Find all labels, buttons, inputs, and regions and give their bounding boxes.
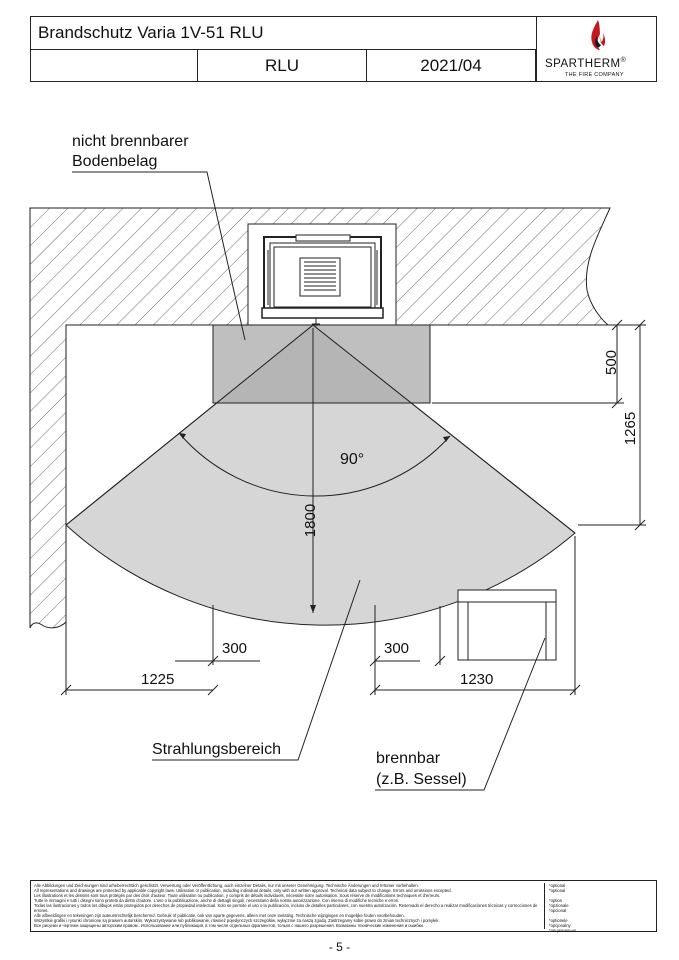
disclaimer-pl: Wszystkie grafiki i rysunki chronione są… <box>34 918 440 923</box>
optional-note: *optional <box>549 883 566 888</box>
optional-notes: *optional *optional *option *opzionale *… <box>544 883 654 933</box>
disclaimer-text: Alle Abbildungen und Zeichnungen sind ur… <box>34 883 539 928</box>
optional-note: *opcional <box>549 908 567 913</box>
logo-tagline: THE FIRE COMPANY <box>565 72 624 78</box>
optional-note: *optional <box>549 888 566 893</box>
radiation-label: Strahlungsbereich <box>152 741 281 758</box>
leader-lines <box>72 171 546 791</box>
date-cell: 2021/04 <box>367 50 536 82</box>
radius-label: 1800 <box>302 503 320 538</box>
combustible-label-line2: (z.B. Sessel) <box>376 771 467 788</box>
title-block: Brandschutz Varia 1V-51 RLU RLU 2021/04 … <box>30 16 657 82</box>
logo: SPARTHERM® THE FIRE COMPANY <box>536 17 657 82</box>
disclaimer-fr: Les illustrations et les dessins sont to… <box>34 893 441 898</box>
combustible-label-line1: brennbar <box>376 750 441 767</box>
disclaimer-it: Tutte le immagini e tutti i disegni sono… <box>34 898 400 903</box>
angle-label: 90° <box>340 451 365 468</box>
armchair <box>457 589 557 661</box>
floor-protection-area <box>65 324 576 534</box>
angle-arc <box>178 432 451 497</box>
optional-note: *optionele <box>549 918 568 923</box>
document-title: Brandschutz Varia 1V-51 RLU <box>38 23 264 42</box>
flame-icon <box>591 20 606 50</box>
disclaimer-nl: Alle afbeeldingen en tekeningen zijn aut… <box>34 913 405 918</box>
optional-note: *option <box>549 898 563 903</box>
disclaimer-ru: Все рисунки и чертежи защищены авторским… <box>34 923 424 928</box>
disclaimer-de: Alle Abbildungen und Zeichnungen sind ur… <box>34 883 419 888</box>
optional-note: *opzionale <box>549 903 569 908</box>
dim-300-right-label: 300 <box>384 640 410 657</box>
optional-note: *опционально <box>549 928 577 933</box>
radiation-area <box>65 324 576 626</box>
floor-label-line2: Bodenbelag <box>72 153 158 170</box>
bottom-dimensions <box>60 528 581 696</box>
dim-300-left-label: 300 <box>222 640 248 657</box>
fireplace-insert <box>261 234 384 328</box>
right-dimensions <box>432 319 646 531</box>
dim-1225-label: 1225 <box>141 671 175 688</box>
copyright-footer: Alle Abbildungen und Zeichnungen sind ur… <box>30 880 657 933</box>
dim-1230-label: 1230 <box>460 671 494 688</box>
optional-note: *opcjonalny <box>549 923 571 928</box>
page-number: - 5 - <box>328 940 351 954</box>
model-cell: RLU <box>198 50 367 82</box>
radius-dimension <box>310 328 316 613</box>
dim-1265-label: 1265 <box>622 411 640 446</box>
dim-500-label: 500 <box>603 349 621 376</box>
disclaimer-es: Todas las ilustraciones y todos los dibu… <box>34 903 538 913</box>
floor-label-line1: nicht brennbarer <box>72 133 189 150</box>
disclaimer-en: All representations and drawings are pro… <box>34 888 452 893</box>
title-row: Brandschutz Varia 1V-51 RLU <box>31 17 536 50</box>
empty-cell <box>31 50 198 82</box>
logo-brand: SPARTHERM® <box>545 57 627 70</box>
